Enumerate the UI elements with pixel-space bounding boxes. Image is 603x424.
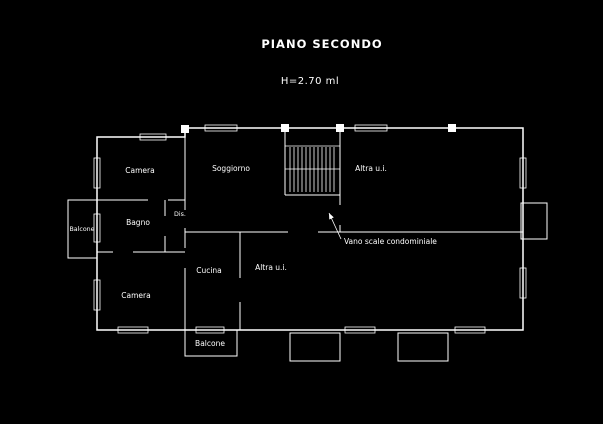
windows — [93, 124, 527, 334]
room-label-altra-ui-bottom: Altra u.i. — [255, 263, 287, 272]
page-title: PIANO SECONDO — [261, 37, 382, 51]
room-label-balcone-bottom: Balcone — [195, 339, 225, 348]
balcony-left — [67, 199, 98, 259]
room-label-vano-scale: Vano scale condominiale — [344, 237, 437, 246]
room-labels: Camera Soggiorno Altra u.i. Bagno Dis. B… — [69, 164, 437, 348]
room-label-cucina: Cucina — [196, 266, 222, 275]
room-label-camera-bottom: Camera — [121, 291, 150, 300]
staircase — [285, 145, 340, 192]
ceiling-height-note: H=2.70 ml — [281, 76, 339, 87]
room-label-dis: Dis. — [174, 211, 186, 218]
room-label-balcone-left: Balcone — [69, 226, 94, 233]
room-label-soggiorno: Soggiorno — [212, 164, 250, 173]
room-label-altra-ui-top: Altra u.i. — [355, 164, 387, 173]
room-label-camera-top: Camera — [125, 166, 154, 175]
bottom-annex-2 — [397, 332, 449, 362]
stair-leader-arrow — [328, 212, 342, 240]
balcony-bottom — [184, 329, 238, 357]
right-annex — [520, 202, 548, 240]
room-label-bagno: Bagno — [126, 218, 150, 227]
balconies — [67, 199, 449, 362]
bottom-annex-1 — [289, 332, 341, 362]
interior-walls — [97, 128, 523, 330]
